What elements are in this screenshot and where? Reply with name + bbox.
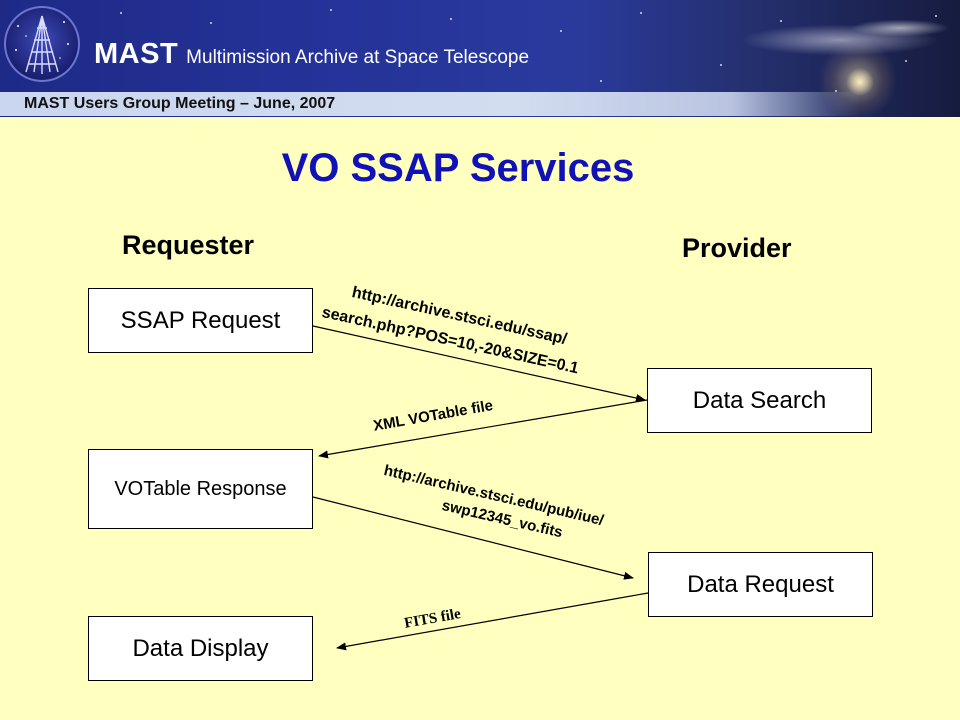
brand-title: MAST Multimission Archive at Space Telesc… [94, 38, 529, 71]
ssap-request-label: SSAP Request [120, 306, 281, 334]
data-request-box: Data Request [648, 552, 873, 617]
requester-heading: Requester [122, 230, 255, 260]
ssap-request-box: SSAP Request [88, 288, 313, 353]
data-display-label: Data Display [132, 634, 269, 662]
fits-file-label: FITS file [403, 606, 463, 632]
arrow-request-to-search [312, 325, 646, 402]
arrow-datarequest-to-display [336, 592, 649, 651]
data-request-label: Data Request [687, 570, 834, 598]
telescope-logo-icon [4, 6, 80, 82]
data-search-box: Data Search [647, 368, 872, 433]
data-display-box: Data Display [88, 616, 313, 681]
brand-acronym: MAST [94, 38, 179, 70]
votable-response-box: VOTable Response [88, 449, 313, 529]
slide-title: VO SSAP Services [281, 146, 635, 190]
votable-file-label: XML VOTable file [372, 396, 495, 435]
meeting-bar: MAST Users Group Meeting – June, 2007 [0, 92, 860, 116]
meeting-label: MAST Users Group Meeting – June, 2007 [24, 95, 336, 112]
votable-response-label: VOTable Response [114, 477, 287, 500]
provider-heading: Provider [682, 233, 792, 263]
header-banner: MAST Multimission Archive at Space Telesc… [0, 0, 960, 117]
data-search-label: Data Search [692, 386, 827, 414]
brand-full-name: Multimission Archive at Space Telescope [186, 47, 530, 68]
